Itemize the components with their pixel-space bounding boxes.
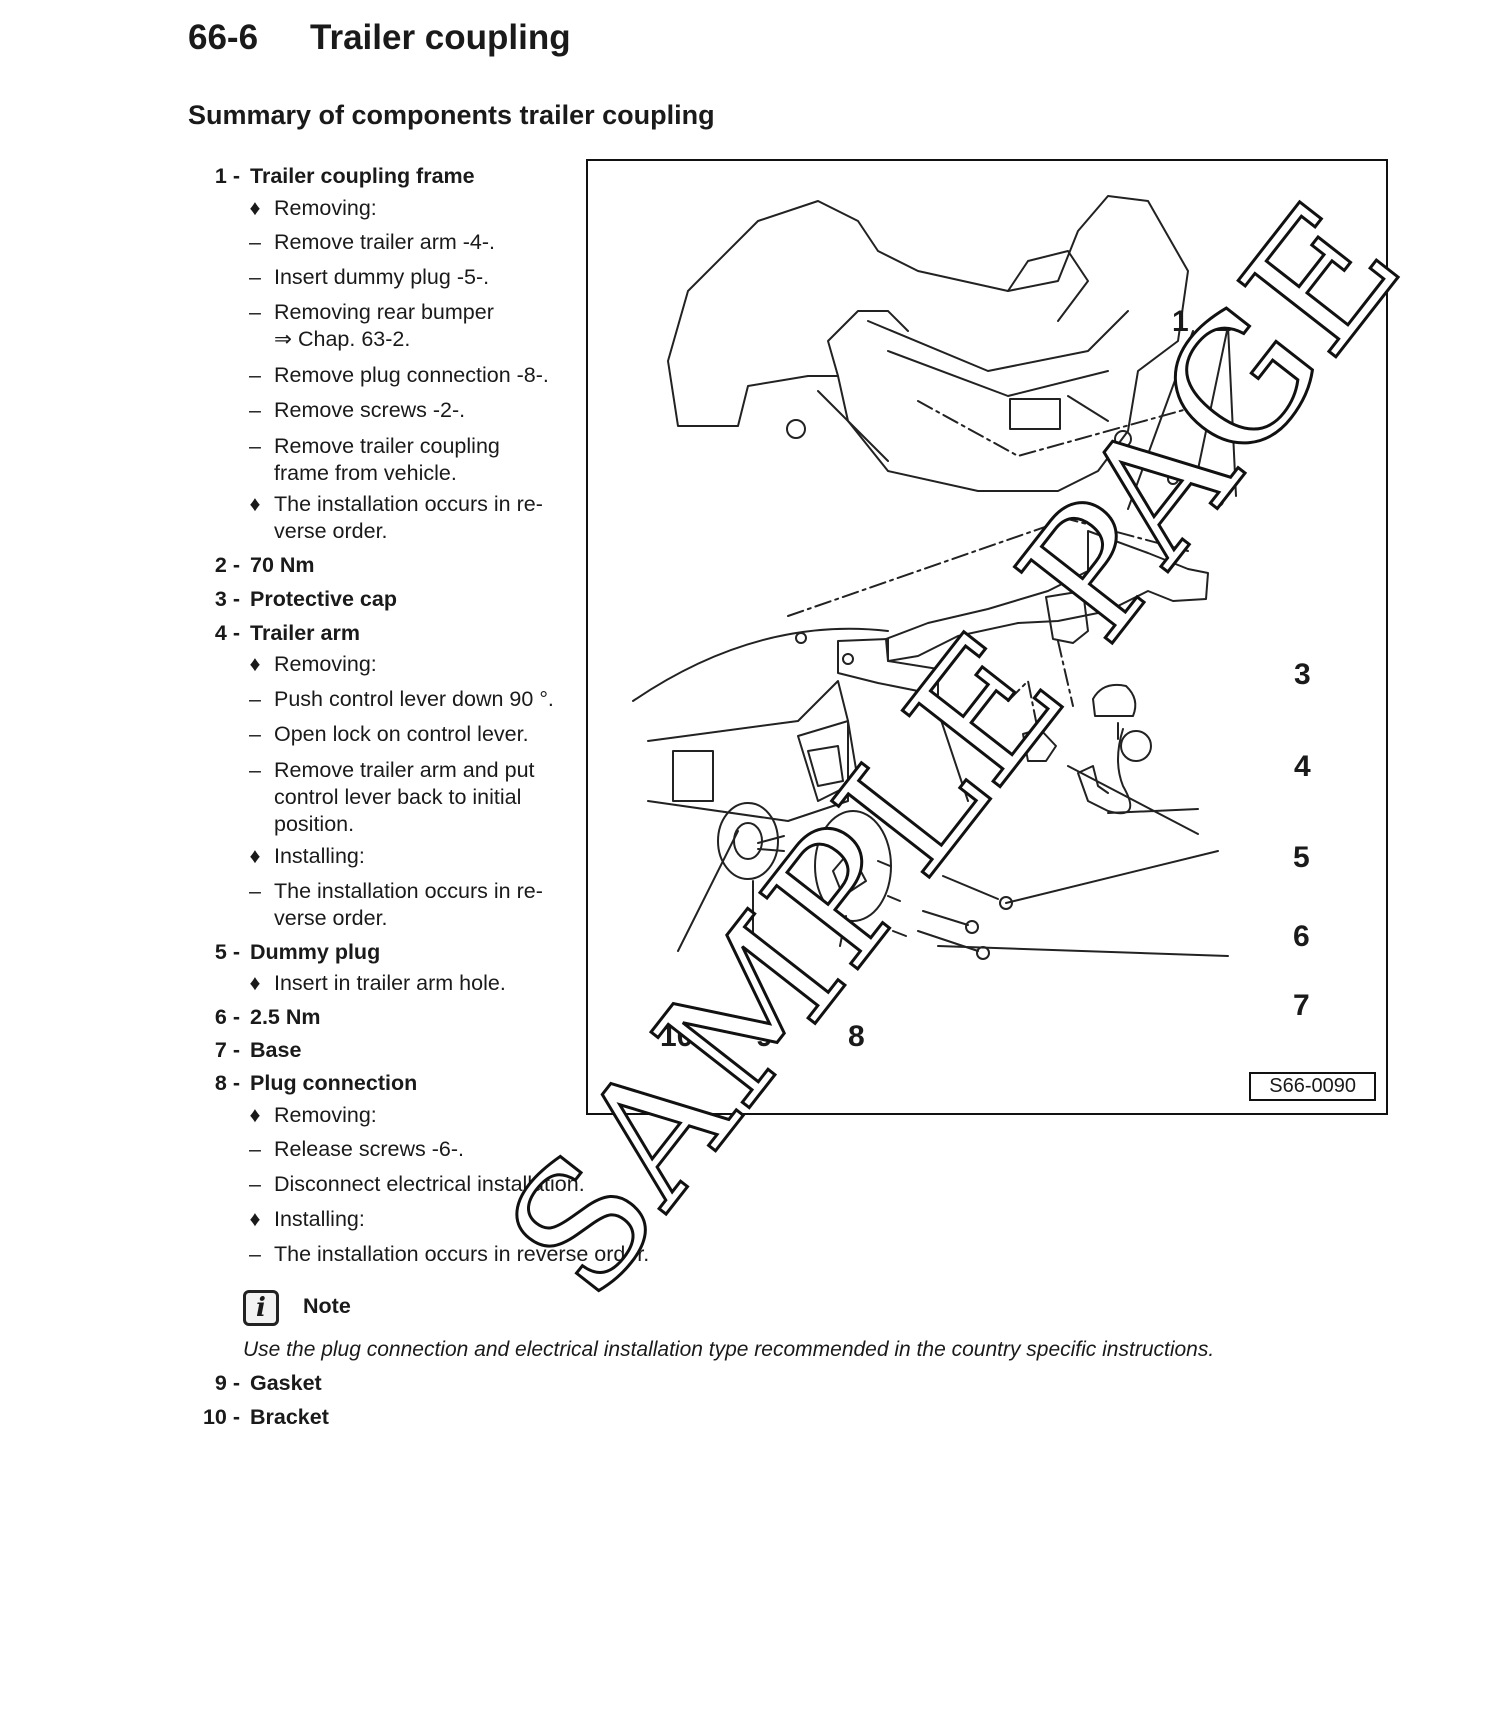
list-step: ♦Installing: [249, 1207, 365, 1231]
list-step: –The installation occurs in reverse orde… [249, 1242, 650, 1266]
list-step: ♦Removing: [249, 1103, 377, 1127]
list-step: ♦Removing: [249, 652, 377, 676]
list-item: 4 -Trailer arm [214, 621, 360, 645]
trailer-coupling-illustration [632, 195, 1237, 960]
list-step: –Open lock on control lever. [249, 722, 529, 746]
figure-code: S66-0090 [1249, 1072, 1376, 1101]
note-label: Note [303, 1294, 351, 1318]
list-step: –The installation occurs in re-verse ord… [249, 879, 543, 930]
callout-6: 6 [1293, 920, 1310, 953]
list-item: 7 -Base [214, 1038, 302, 1062]
section-number: 66-6 [188, 18, 259, 57]
list-item: 8 -Plug connection [214, 1071, 418, 1095]
list-item: 1 -Trailer coupling frame [214, 164, 475, 188]
exploded-view-figure: 1 2 3 4 5 6 7 10 9 8 S66-0090 [586, 159, 1388, 1115]
list-step: –Push control lever down 90 °. [249, 687, 554, 711]
list-step: –Remove screws -2-. [249, 398, 466, 422]
list-step: ♦Insert in trailer arm hole. [249, 971, 506, 995]
list-item: 3 -Protective cap [214, 587, 397, 611]
note-text: Use the plug connection and electrical i… [243, 1338, 1215, 1361]
list-item: 2 -70 Nm [214, 553, 315, 577]
list-step: –Removing rear bumper⇒ Chap. 63-2. [249, 300, 494, 351]
callout-9: 9 [756, 1020, 773, 1053]
info-icon: i [243, 1290, 279, 1326]
list-step: –Disconnect electrical installation. [249, 1172, 585, 1196]
callout-1: 1 [1172, 305, 1189, 338]
list-step: ♦The installation occurs in re-verse ord… [249, 492, 543, 543]
page-subtitle: Summary of components trailer coupling [188, 100, 715, 130]
callout-8: 8 [848, 1020, 865, 1053]
list-item: 6 -2.5 Nm [214, 1005, 321, 1029]
list-step: ♦Installing: [249, 844, 365, 868]
list-step: –Remove trailer arm -4-. [249, 230, 496, 254]
callout-2: 2 [1215, 305, 1232, 338]
list-step: –Remove plug connection -8-. [249, 363, 549, 387]
list-item: 10 -Bracket [202, 1405, 329, 1429]
list-item: 5 -Dummy plug [214, 940, 381, 964]
list-step: ♦Removing: [249, 196, 377, 220]
list-step: –Insert dummy plug -5-. [249, 265, 490, 289]
callout-3: 3 [1294, 658, 1311, 691]
list-step: –Release screws -6-. [249, 1137, 464, 1161]
callout-5: 5 [1293, 841, 1310, 874]
page-title: 66-6 Trailer coupling [188, 18, 571, 58]
callout-4: 4 [1294, 750, 1311, 783]
section-title: Trailer coupling [310, 18, 571, 57]
list-item: 9 -Gasket [214, 1371, 322, 1395]
callout-10: 10 [660, 1020, 694, 1053]
callout-7: 7 [1293, 989, 1310, 1022]
